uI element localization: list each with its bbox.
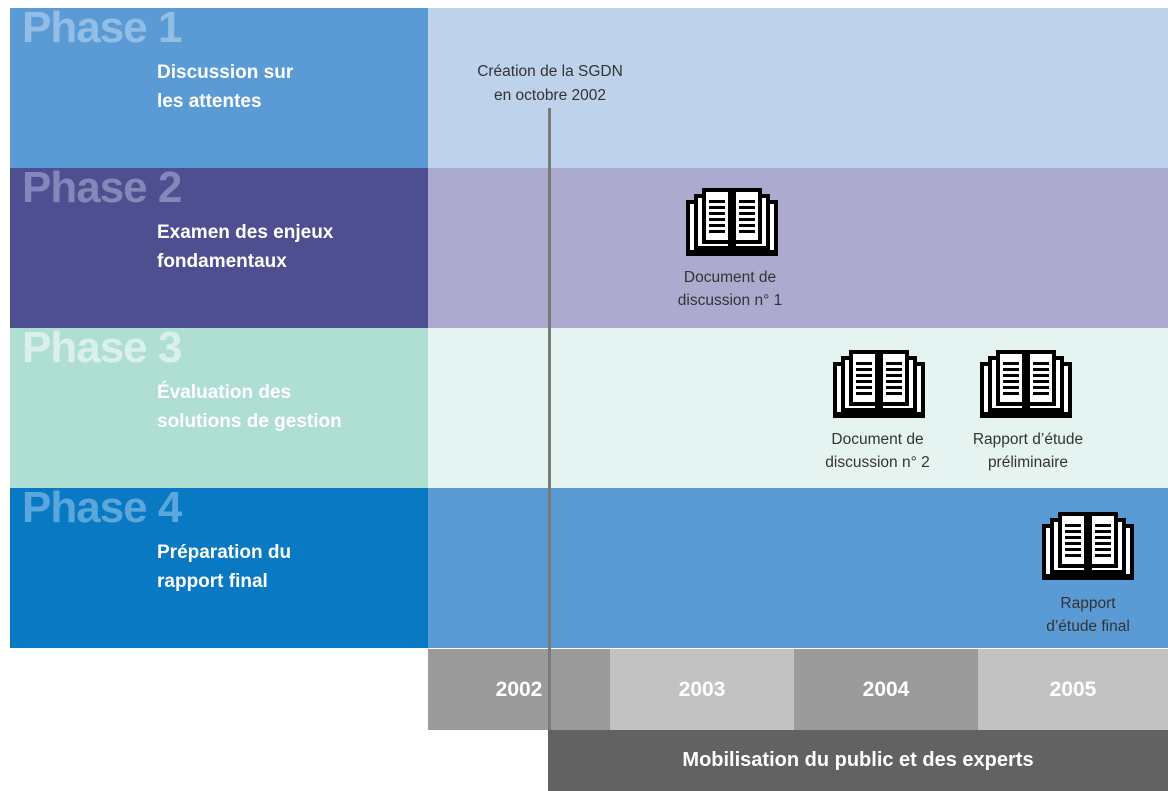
year-2002-label: 2002: [495, 677, 543, 701]
milestone-label: Création de la SGDN en octobre 2002: [477, 63, 623, 104]
year-2003-cell: 2003: [610, 649, 794, 730]
phase-3-number: Phase 3: [22, 323, 182, 372]
phase-1-band: [428, 8, 1168, 168]
phase-2-title: Examen des enjeux fondamentaux: [157, 222, 334, 272]
document-4-label: Rapport d’étude final: [1046, 595, 1130, 635]
year-2005-cell: 2005: [978, 649, 1168, 730]
document-2-label: Document de discussion n° 2: [825, 431, 930, 471]
open-book-icon: [833, 350, 925, 418]
mobilisation-label: Mobilisation du public et des experts: [682, 749, 1034, 771]
open-book-icon: [1042, 512, 1134, 580]
phase-2-band: [428, 168, 1168, 328]
phase-2-number: Phase 2: [22, 163, 182, 212]
phase-4-title: Préparation du rapport final: [157, 542, 292, 592]
phase-1-panel: Phase 1 Discussion sur les attentes: [10, 3, 428, 168]
phase-4-panel: Phase 4 Préparation du rapport final: [10, 483, 428, 648]
year-2004-cell: 2004: [794, 649, 978, 730]
year-2005-label: 2005: [1049, 677, 1097, 701]
year-2003-label: 2003: [678, 677, 726, 701]
document-3-label: Rapport d’étude préliminaire: [972, 431, 1084, 471]
year-2002-cell: 2002: [428, 649, 610, 730]
year-2004-label: 2004: [862, 677, 910, 701]
phase-3-title: Évaluation des solutions de gestion: [157, 382, 342, 432]
mobilisation-bar: Mobilisation du public et des experts: [548, 730, 1168, 791]
phase-3-panel: Phase 3 Évaluation des solutions de gest…: [10, 323, 428, 488]
phase-1-title: Discussion sur les attentes: [157, 62, 294, 112]
phase-4-number: Phase 4: [22, 483, 182, 532]
document-1-label: Document de discussion n° 1: [677, 269, 783, 309]
phase-2-panel: Phase 2 Examen des enjeux fondamentaux: [10, 163, 428, 328]
open-book-icon: [980, 350, 1072, 418]
milestone-line: [548, 108, 551, 730]
phase-1-number: Phase 1: [22, 3, 182, 52]
open-book-icon: [686, 188, 778, 256]
